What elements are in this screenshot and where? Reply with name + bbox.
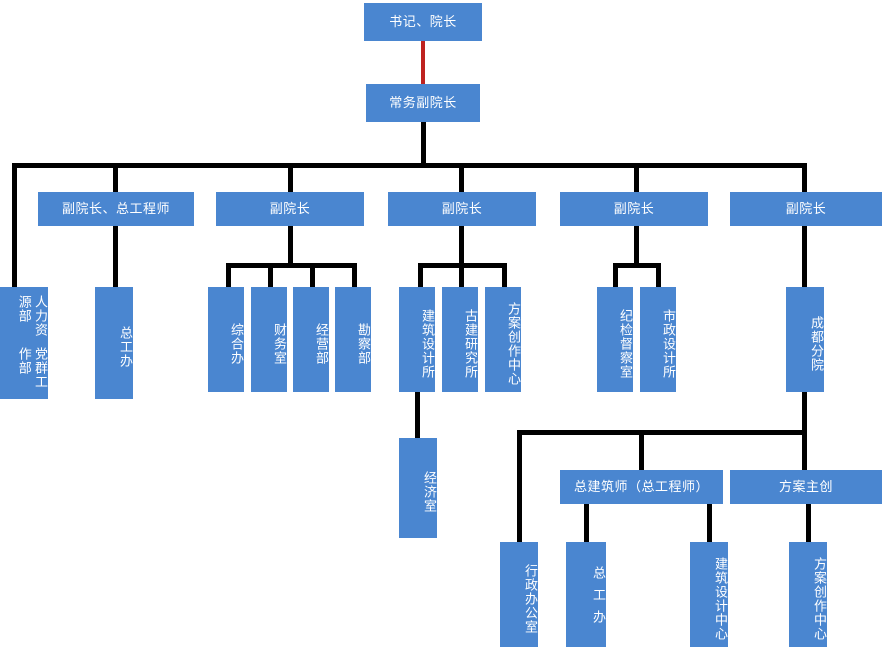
connector-vp3-child-3: [502, 263, 507, 288]
connector-vp4-child-bus: [613, 263, 661, 268]
connector-chengdu-to-admin-office: [517, 430, 522, 542]
node-business-dept[interactable]: 经营部: [293, 287, 329, 392]
node-vp-2[interactable]: 副院长: [216, 192, 364, 226]
connector-president-to-exec-vp: [421, 40, 425, 84]
connector-bus-to-vp5: [802, 163, 807, 194]
node-vp-5[interactable]: 副院长: [730, 192, 882, 226]
node-chief-engineer-office-chengdu[interactable]: 总工办: [566, 542, 606, 647]
connector-bus-to-vp1b: [113, 163, 118, 194]
connector-vp3-down: [459, 225, 464, 265]
connector-chengdu-down: [802, 392, 807, 434]
node-vp-3[interactable]: 副院长: [388, 192, 536, 226]
connector-vp2-child-1: [226, 263, 231, 288]
node-general-office[interactable]: 综合办: [208, 287, 244, 392]
connector-arch-institute-to-economics: [415, 392, 420, 438]
connector-chief-architect-to-cgo: [584, 504, 589, 542]
node-scheme-creation-center[interactable]: 方案创作中心: [485, 287, 521, 392]
node-executive-vice-president[interactable]: 常务副院长: [366, 84, 480, 122]
connector-chengdu-child-bus: [517, 430, 807, 435]
node-survey-dept[interactable]: 勘察部: [335, 287, 371, 392]
connector-vp2-child-2: [268, 263, 273, 288]
node-arch-design-center[interactable]: 建筑设计中心: [690, 542, 728, 647]
node-chief-engineer-office[interactable]: 总工办: [95, 287, 133, 399]
connector-exec-vp-down: [421, 122, 426, 166]
node-ancient-arch-institute[interactable]: 古建研究所: [442, 287, 478, 392]
node-arch-design-institute[interactable]: 建筑设计所: [399, 287, 435, 392]
connector-scheme-lead-to-scc: [806, 504, 811, 542]
connector-vp4-child-1: [613, 263, 618, 288]
node-hr-dept-label: 人力资源部: [16, 295, 48, 337]
node-discipline-inspection-office[interactable]: 纪检督察室: [597, 287, 633, 392]
node-chengdu-branch[interactable]: 成都分院: [786, 287, 824, 392]
connector-vp2-down: [288, 225, 293, 265]
connector-bus-to-vp3: [459, 163, 464, 194]
node-party-work-dept-label: 党群工作部: [16, 347, 48, 389]
connector-chengdu-to-chief-architect: [639, 430, 644, 470]
node-admin-office[interactable]: 行政办公室: [500, 542, 538, 647]
node-economics-office[interactable]: 经济室: [399, 438, 437, 538]
connector-vp3-child-2: [459, 263, 464, 288]
connector-bus-to-vp1: [12, 163, 17, 398]
connector-chief-architect-to-adc: [707, 504, 712, 542]
connector-vp1-to-chief-eng-office: [113, 225, 118, 287]
connector-vp2-child-4: [352, 263, 357, 288]
connector-bus-to-vp2: [288, 163, 293, 194]
connector-vp5-to-chengdu: [802, 225, 807, 287]
node-hr-and-party-dept[interactable]: 人力资源部 党群工作部: [0, 287, 48, 399]
node-scheme-lead[interactable]: 方案主创: [730, 470, 882, 504]
node-vp-chief-engineer[interactable]: 副院长、总工程师: [38, 192, 194, 226]
node-chief-architect[interactable]: 总建筑师（总工程师）: [560, 470, 723, 504]
connector-vp4-child-2: [656, 263, 661, 288]
connector-vp4-down: [634, 225, 639, 265]
connector-vp2-child-bus: [226, 263, 357, 268]
node-vp-4[interactable]: 副院长: [560, 192, 708, 226]
node-scheme-creation-center-chengdu[interactable]: 方案创作中心: [789, 542, 827, 647]
connector-vp3-child-1: [418, 263, 423, 288]
connector-bus-to-vp4: [634, 163, 639, 194]
connector-vp-bus: [12, 163, 806, 168]
connector-chengdu-to-scheme-lead: [802, 430, 807, 470]
node-municipal-design-institute[interactable]: 市政设计所: [640, 287, 676, 392]
node-finance-office[interactable]: 财务室: [251, 287, 287, 392]
node-secretary-president[interactable]: 书记、院长: [364, 3, 482, 41]
connector-vp2-child-3: [310, 263, 315, 288]
